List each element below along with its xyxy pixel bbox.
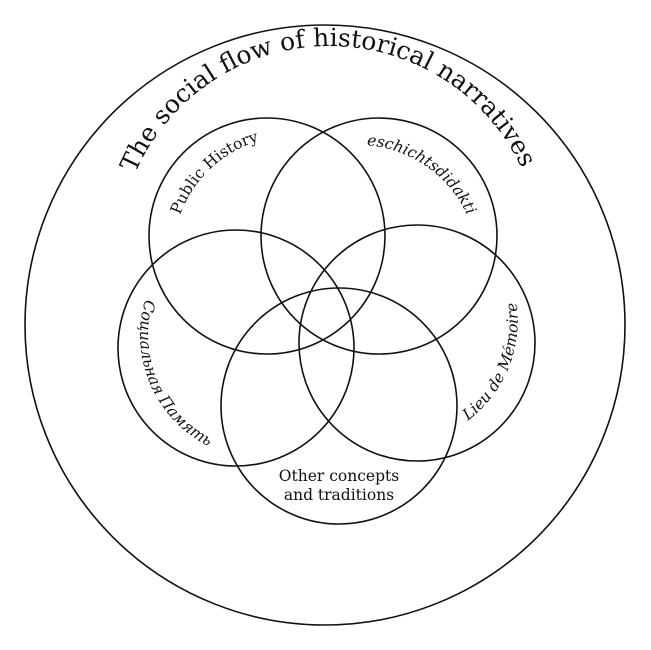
- outer-circle: [24, 24, 626, 626]
- other-concepts-label-line1: Other concepts: [279, 467, 399, 485]
- sotsialnaya-pamyat-circle: [117, 229, 355, 467]
- public-history-label: Public History: [167, 127, 260, 216]
- public-history-circle: [148, 117, 386, 355]
- lieu-de-memoire-circle: [298, 224, 536, 462]
- other-concepts-label-line2: and traditions: [284, 486, 394, 504]
- diagram-title: The social flow of historical narratives: [114, 23, 542, 176]
- geschichtsdidaktik-label: Geschichtsdidaktik: [0, 0, 480, 217]
- lieu-de-memoire-label: Lieu de Mémoire: [458, 302, 522, 425]
- geschichtsdidaktik-circle: [260, 117, 498, 355]
- other-concepts-circle: [220, 287, 458, 525]
